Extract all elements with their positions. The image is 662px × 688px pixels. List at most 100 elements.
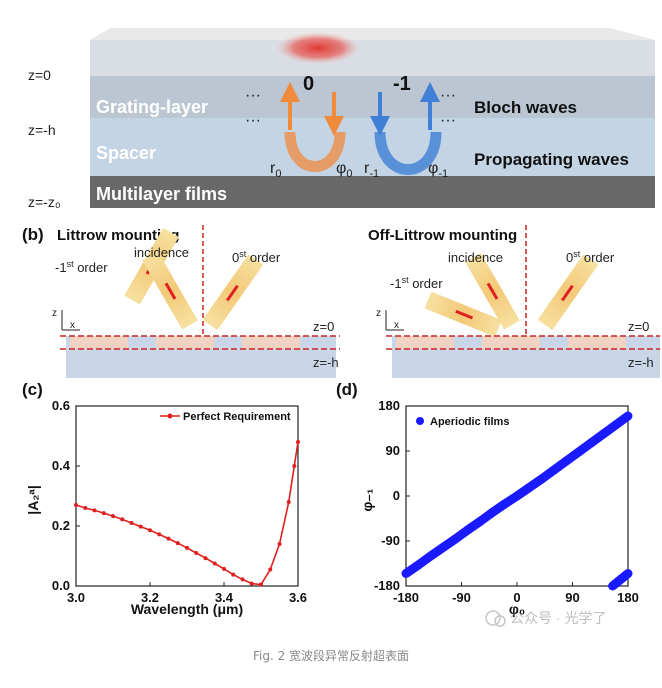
chart-d-data-point [487, 508, 497, 517]
chart-c-data-point [259, 582, 263, 587]
chart-d-data-point [500, 499, 510, 509]
off-littrow-axis-x-label: x [394, 320, 399, 331]
chart-c-data-point [83, 506, 88, 510]
watermark-logo-dot [494, 615, 506, 627]
off-littrow-beam-minus1 [424, 291, 502, 337]
chart-d-data-point [450, 534, 460, 544]
watermark-text: 公众号 · 光学了 [510, 610, 606, 626]
watermark-logo-icon [485, 610, 501, 626]
chart-c-ytick-label: 0.2 [52, 518, 70, 533]
chart-c-series [74, 440, 300, 587]
chart-d-xlabel: φ₀ [509, 601, 525, 617]
chart-d-xtick-label: -90 [452, 590, 471, 605]
figure-caption: Fig. 2 宽波段异常反射超表面 [252, 649, 410, 663]
chart-c-data-point [286, 500, 291, 504]
rm1-label: r-1 [364, 160, 379, 180]
chart-c-xtick-label: 3.2 [141, 590, 159, 605]
chart-d-data-point [611, 420, 621, 430]
chart-c-data-point [292, 464, 297, 468]
phim1-label: φ-1 [428, 160, 448, 180]
chart-c-data-point [212, 561, 217, 566]
layer-label-multilayer: Multilayer films [96, 184, 227, 204]
chart-c-data-point [129, 521, 134, 525]
chart-c-data-point [296, 440, 300, 444]
phi0-label: φ0 [336, 160, 353, 180]
chart-c-frame [75, 405, 299, 587]
chart-c-legend-marker [167, 413, 173, 419]
chart-d-ytick-label: 180 [378, 398, 400, 413]
chart-c-data-point [240, 577, 245, 582]
ellipsis-right-top: ··· [440, 87, 456, 104]
chart-d-data-point [426, 551, 436, 561]
littrow-grating-3 [242, 336, 300, 349]
chart-c-legend-label: Perfect Requirement [183, 411, 291, 423]
littrow-label-incidence: incidence [134, 245, 189, 260]
chart-d-ytick-label: 90 [386, 443, 400, 458]
littrow-zh-label: z=-h [313, 355, 339, 370]
off-littrow-label-0: 0st order [566, 249, 615, 265]
bloch-waves-label: Bloch waves [474, 98, 577, 117]
littrow-axis-z-label: z [52, 308, 57, 319]
littrow-label-0: 0st order [232, 249, 281, 265]
watermark: 公众号 · 光学了 [485, 610, 606, 627]
off-littrow-zh-label: z=-h [628, 355, 654, 370]
off-littrow-label-minus1: -1st order [390, 275, 443, 291]
panel-d-label: (d) [336, 380, 358, 399]
z-label-0: z=0 [28, 67, 51, 83]
off-littrow-label-incidence: incidence [448, 250, 503, 265]
littrow-beam-incidence [142, 251, 198, 330]
chart-d-ytick-label: 0 [393, 488, 400, 503]
laser-spot [276, 32, 360, 64]
chart-d-legend-marker [416, 417, 424, 425]
chart-d-data-point [401, 569, 411, 578]
chart-d-ytick-label: -90 [381, 533, 400, 548]
chart-d-data-point [475, 517, 485, 526]
chart-c-data-point [231, 572, 236, 577]
chart-c-data-point [111, 514, 115, 519]
multilayer-layer [90, 176, 655, 208]
chart-d-ytick-label: -180 [374, 578, 400, 593]
panel-c-label: (c) [22, 380, 43, 399]
off-littrow-axis-z-label: z [376, 308, 381, 319]
off-littrow-grating-2 [482, 336, 540, 349]
chart-d-data-point [623, 411, 633, 421]
chart-c-data-point [249, 581, 254, 586]
off-littrow-beam-0 [537, 254, 599, 331]
chart-c-data-point [268, 567, 273, 572]
chart-c-data-point [203, 556, 208, 561]
chart-d-data-point [524, 483, 534, 492]
propagating-waves-label: Propagating waves [474, 150, 629, 169]
chart-c-data-point [101, 511, 106, 516]
chart-c-xtick-label: 3.4 [215, 590, 234, 605]
order-label-minus1: -1 [393, 73, 411, 95]
chart-c-data-point [194, 551, 199, 555]
order-minus1-loop [374, 131, 442, 175]
chart-d-data-point [574, 447, 584, 457]
chart-c-data-point [175, 541, 180, 546]
chart-d-data-point [537, 474, 547, 484]
littrow-beam-0 [202, 254, 264, 331]
chart-d-legend: Aperiodic films [416, 416, 509, 428]
order0-loop [284, 131, 346, 172]
chart-d-data-point [561, 456, 571, 466]
chart-c-data-point [166, 536, 171, 541]
chart-c-legend: Perfect Requirement [160, 411, 291, 423]
chart-d-data-point [549, 465, 559, 475]
block-top-face [90, 28, 655, 40]
ellipsis-right-bottom: ··· [440, 112, 456, 129]
chart-c-data-point [138, 524, 143, 529]
off-littrow-grating-3 [568, 336, 626, 349]
chart-d-xtick-label: 180 [617, 590, 639, 605]
chart-d-data-point [438, 543, 448, 552]
off-littrow-title: Off-Littrow mounting [368, 227, 517, 244]
chart-c-ylabel: |A₂ᵃ| [25, 485, 41, 514]
littrow-label-minus1: -1st order [55, 259, 108, 275]
chart-c-data-point [148, 528, 152, 533]
chart-c-xlabel: Wavelength (μm) [131, 601, 243, 617]
littrow-grating-2 [156, 336, 214, 349]
